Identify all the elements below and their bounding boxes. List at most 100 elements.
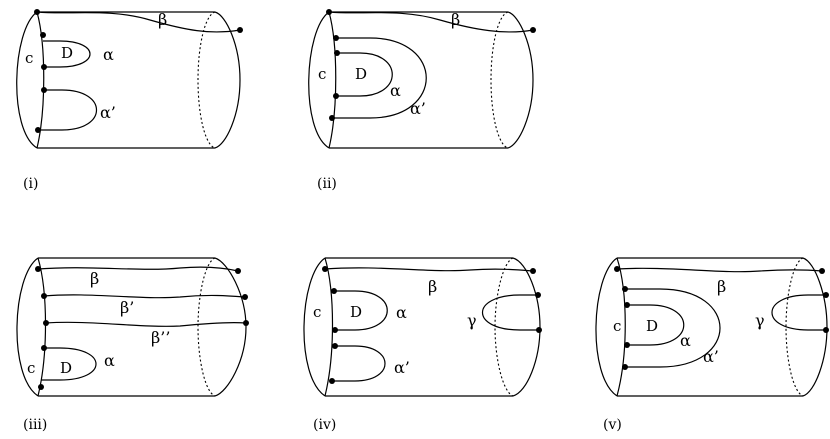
curve-beta-dprime <box>45 321 247 327</box>
point <box>331 288 337 294</box>
label-beta-dprime: β’’ <box>151 328 170 347</box>
curve-beta <box>328 11 534 33</box>
label-beta: β <box>451 10 460 29</box>
left-boundary <box>328 11 337 149</box>
label-D: D <box>61 44 73 62</box>
label-c: c <box>27 359 35 377</box>
label-beta: β <box>717 277 726 296</box>
point <box>41 345 47 351</box>
point <box>41 87 47 93</box>
label-gamma: γ <box>467 311 477 330</box>
arc-alpha <box>334 290 388 331</box>
label-c: c <box>25 49 33 67</box>
arc-alpha-prime <box>332 37 427 119</box>
right-boundary-front <box>214 257 247 397</box>
curve-beta-prime <box>43 294 246 299</box>
right-boundary-back <box>785 257 804 397</box>
label-D: D <box>646 317 658 335</box>
point <box>43 320 49 326</box>
point <box>622 286 628 292</box>
point <box>326 9 332 15</box>
point <box>237 27 243 33</box>
point <box>243 320 249 326</box>
cylinder-outline <box>308 11 508 149</box>
point <box>322 266 328 272</box>
point <box>819 268 825 274</box>
cylinder-outline <box>16 11 215 149</box>
left-boundary <box>616 257 626 397</box>
cylinder-outline <box>303 257 513 397</box>
label-beta-prime: β’ <box>120 298 134 317</box>
label-c: c <box>318 65 326 83</box>
point <box>334 50 340 56</box>
point <box>34 9 40 15</box>
arc-alpha <box>41 347 97 381</box>
point <box>536 327 542 333</box>
point <box>329 115 335 121</box>
label-alpha: α <box>390 81 401 100</box>
label-c: c <box>613 317 621 335</box>
arc-alpha-prime <box>625 288 721 368</box>
arc-alpha <box>335 52 393 97</box>
point <box>332 343 338 349</box>
label-D: D <box>60 359 72 377</box>
point <box>622 364 628 370</box>
right-boundary-back <box>197 11 216 149</box>
curve-beta <box>37 266 239 272</box>
label-alpha-prime: α’ <box>410 99 426 118</box>
caption: (v) <box>603 417 622 433</box>
point <box>35 266 41 272</box>
right-boundary-front <box>802 257 828 397</box>
label-alpha-prime: α’ <box>703 347 719 366</box>
right-boundary-front <box>214 11 241 149</box>
point <box>624 302 630 308</box>
label-alpha: α <box>103 45 114 64</box>
curve-beta <box>36 11 241 33</box>
point <box>242 294 248 300</box>
label-alpha: α <box>104 351 115 370</box>
label-beta: β <box>428 277 437 296</box>
point <box>38 384 44 390</box>
panel-v: c D α α’ β γ (v) <box>595 257 829 433</box>
curve-beta <box>324 267 534 272</box>
point <box>235 268 241 274</box>
point <box>333 35 339 41</box>
label-alpha: α <box>396 303 407 322</box>
right-boundary-front <box>512 257 541 397</box>
panel-ii: c D α α’ β (ii) <box>308 9 536 192</box>
point <box>333 93 339 99</box>
cylinder-outline <box>16 257 215 397</box>
point <box>614 266 620 272</box>
point <box>530 27 536 33</box>
point <box>329 378 335 384</box>
arc-gamma <box>771 294 826 331</box>
label-alpha: α <box>680 331 691 350</box>
arc-alpha <box>627 304 685 346</box>
point <box>530 268 536 274</box>
label-D: D <box>350 303 362 321</box>
arc-gamma <box>481 294 538 331</box>
label-alpha-prime: α’ <box>394 358 410 377</box>
label-D: D <box>355 65 367 83</box>
panel-iii: c D α β β’ β’’ (iii) <box>16 257 249 433</box>
point <box>823 327 829 333</box>
right-boundary-back <box>197 257 216 397</box>
left-boundary <box>324 257 334 397</box>
point <box>332 327 338 333</box>
point <box>35 127 41 133</box>
label-beta: β <box>90 269 99 288</box>
right-boundary-back <box>494 257 514 397</box>
left-boundary <box>37 257 47 397</box>
label-c: c <box>313 303 321 321</box>
panel-i: c D α α’ β (i) <box>16 9 243 192</box>
point <box>41 64 47 70</box>
right-boundary-back <box>490 11 509 149</box>
point <box>40 32 46 38</box>
label-gamma: γ <box>755 311 765 330</box>
caption: (iii) <box>23 417 47 433</box>
point <box>535 292 541 298</box>
panel-iv: c D α α’ β γ (iv) <box>303 257 542 433</box>
point <box>823 292 829 298</box>
label-alpha-prime: α’ <box>100 103 116 122</box>
